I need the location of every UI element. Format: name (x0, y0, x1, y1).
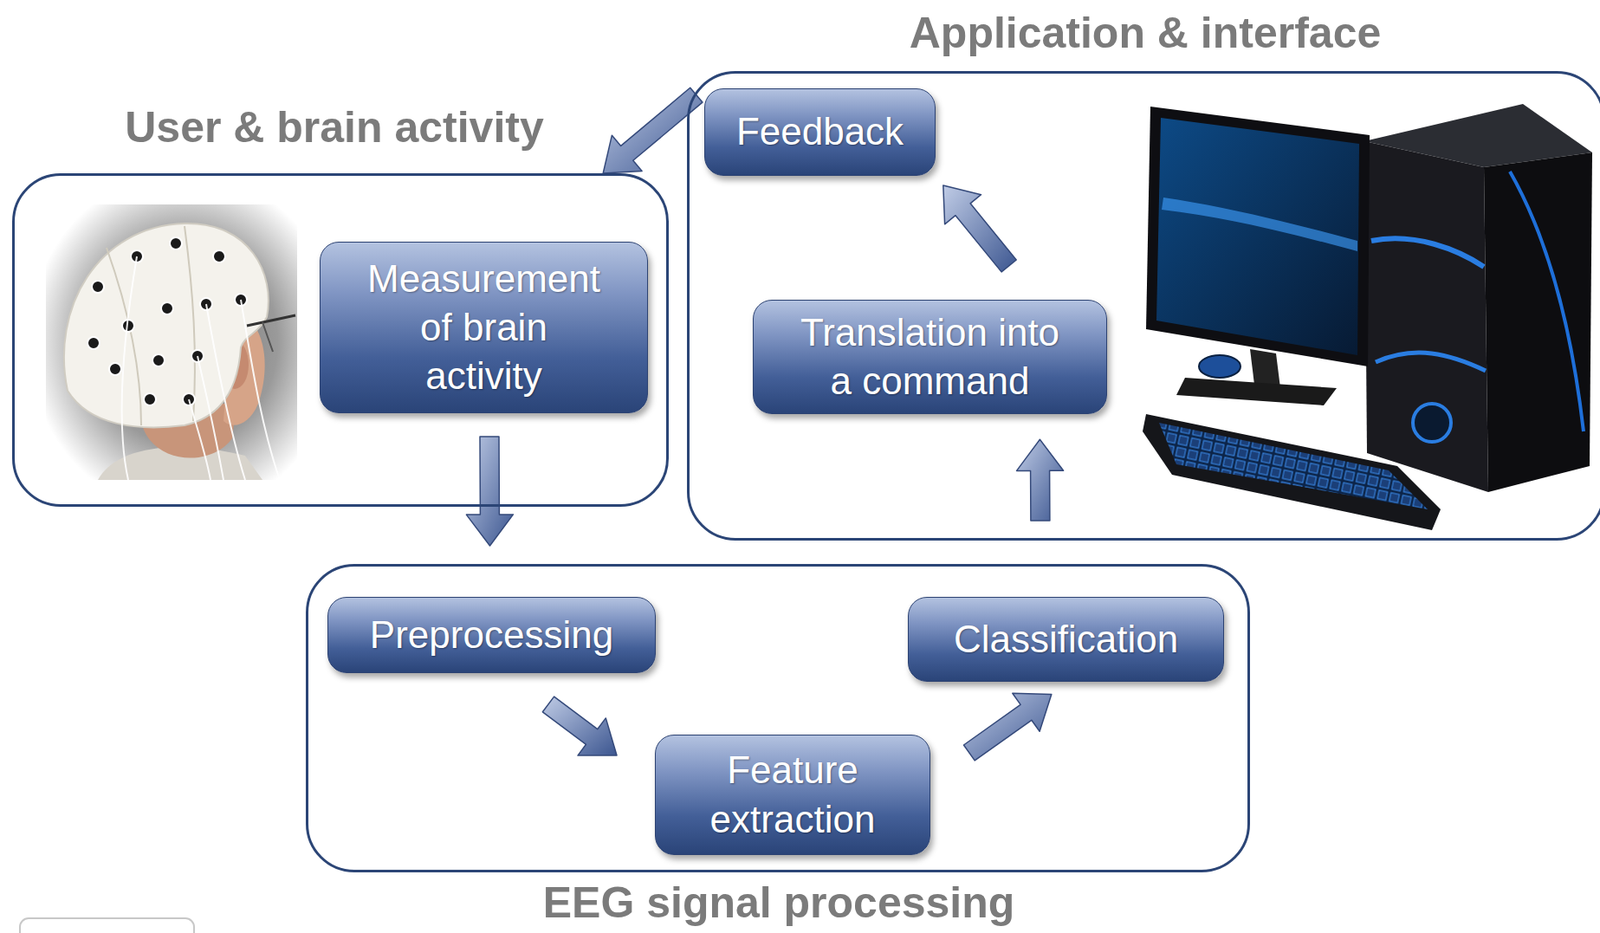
box-label: Classification (953, 615, 1179, 664)
flow-arrow (466, 436, 513, 546)
flow-arrow (1017, 439, 1064, 521)
process-box: Preprocessing (327, 596, 656, 674)
box-label: Preprocessing (369, 610, 614, 660)
box-label: Measurement of brain activity (363, 254, 604, 402)
process-box: Classification (907, 596, 1225, 682)
computer-illustration (1142, 103, 1593, 531)
process-box: Feature extraction (654, 734, 931, 856)
flow-arrow (943, 185, 1017, 273)
group-panel: User & brain activityMeasurement of brai… (12, 173, 669, 507)
group-panel: EEG signal processingPreprocessingFeatur… (305, 563, 1251, 873)
box-label: Translation into a command (788, 308, 1072, 407)
process-box: Feedback (704, 88, 936, 176)
cropped-tab (19, 918, 195, 933)
box-label: Feedback (736, 107, 904, 156)
group-panel: Application & interfaceFeedbackTranslati… (686, 71, 1600, 541)
process-box: Measurement of brain activity (319, 241, 648, 414)
group-title: EEG signal processing (543, 879, 1016, 927)
group-title: Application & interface (909, 9, 1382, 58)
box-label: Feature extraction (673, 745, 913, 844)
eeg-cap-photo (45, 204, 298, 480)
group-title: User & brain activity (124, 103, 545, 152)
process-box: Translation into a command (752, 299, 1108, 415)
flow-arrow (964, 693, 1052, 761)
flow-arrow (542, 696, 617, 756)
